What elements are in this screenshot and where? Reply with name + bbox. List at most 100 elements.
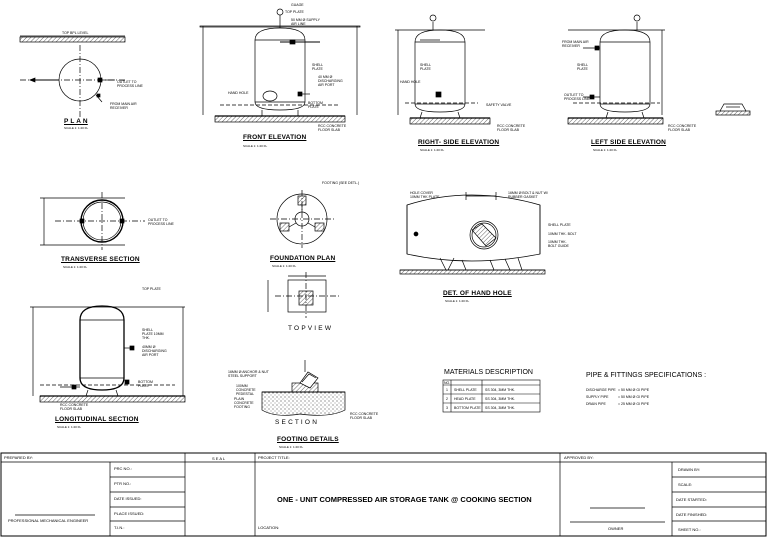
right-label-shell: SHELL PLATE xyxy=(420,63,431,71)
location-label: LOCATION: xyxy=(258,525,280,530)
prepared-by-label: PREPARED BY: xyxy=(4,455,34,460)
front-label-top-plate: TOP PLATE xyxy=(285,10,304,14)
right-label-valve: SAFETY VALVE xyxy=(486,103,512,107)
materials-row-2-item: HEAD PLATE xyxy=(454,397,476,401)
front-label-discharge: 40 MM Ø DISCHARGING AIR PORT xyxy=(318,75,343,87)
plan-view xyxy=(19,35,126,118)
pipes-row-1-name: DISCHARGE PIPE xyxy=(586,388,616,392)
materials-title: MATERIALS DESCRIPTION xyxy=(444,369,533,376)
hand-hole-detail-view xyxy=(399,192,546,275)
right-label-handhole: HAND HOLE xyxy=(400,80,421,84)
materials-row-3-no: 3 xyxy=(446,406,448,410)
foundation-plan-scale: SCALE 1: 1:20 FL xyxy=(272,264,297,268)
transverse-section-scale: SCALE 1: 1:20 FL xyxy=(63,265,88,269)
left-label-slab: RCC CONCRETE FLOOR SLAB xyxy=(668,124,697,132)
foundation-label-footing: FOOTING (SEE DETL.) xyxy=(322,181,360,185)
plan-label-2: OUTLET TO PROCESS LINE xyxy=(117,80,143,88)
materials-row-3-item: BOTTOM PLATE xyxy=(454,406,481,410)
handhole-label-cover: HOLE COVER 10MM THK PLATE xyxy=(410,191,440,199)
left-elevation-title: LEFT SIDE ELEVATION xyxy=(591,139,667,146)
plan-label-3: FROM MAIN AIR RECEIVER xyxy=(110,102,137,110)
foundation-plan-view xyxy=(270,190,334,248)
transverse-section-view xyxy=(40,192,145,250)
pipes-title: PIPE & FITTINGS SPECIFICATIONS : xyxy=(586,372,707,379)
left-label-outlet: OUTLET TO PROCESS LINE xyxy=(564,93,590,101)
materials-row-2-spec: SS 304, 3MM THK. xyxy=(485,397,516,401)
footing-details-view xyxy=(261,360,346,416)
footing-section-title: S E C T I O N xyxy=(275,419,318,426)
pipes-row-2-name: SUPPLY PIPE xyxy=(586,395,609,399)
right-side-elevation-view xyxy=(395,14,491,125)
scale-label: SCALE: xyxy=(678,482,693,487)
materials-table-grid xyxy=(442,379,541,413)
pipes-row-3-spec: = 25 MM Ø GI PIPE xyxy=(618,402,650,406)
sheet-no-label: SHEET NO.: xyxy=(678,527,701,532)
footing-label-support: STEEL SUPPORT xyxy=(228,374,257,378)
ptr-no-label: PTR NO.: xyxy=(114,481,132,486)
handhole-label-shell: SHELL PLATE xyxy=(548,223,571,227)
front-label-slab: RCC CONCRETE FLOOR SLAB xyxy=(318,124,347,132)
seal-label: S E A L xyxy=(212,456,226,461)
pipes-row-1-spec: = 50 MM Ø GI PIPE xyxy=(618,388,650,392)
long-label-discharge: 40MM Ø DISCHARGING AIR PORT xyxy=(142,345,167,357)
materials-row-2-no: 2 xyxy=(446,397,448,401)
long-label-slab: RCC CONCRETE FLOOR SLAB xyxy=(60,403,89,411)
title-block-grid xyxy=(0,452,767,537)
long-label-shell: SHELL PLATE 10MM THK. xyxy=(142,328,164,340)
date-finished-label: DATE FINISHED: xyxy=(676,512,708,517)
footing-label-slab: RCC CONCRETE FLOOR SLAB xyxy=(350,412,379,420)
right-elevation-scale: SCALE 1: 1:20 FL xyxy=(420,148,445,152)
materials-row-1-item: SHELL PLATE xyxy=(454,388,477,392)
plan-label-1: TOP BPL LEVEL xyxy=(62,31,89,35)
transverse-section-title: TRANSVERSE SECTION xyxy=(61,256,140,263)
place-issued-label: PLACE ISSUED: xyxy=(114,511,145,516)
pipes-row-2-spec: = 50 MM Ø GI PIPE xyxy=(618,395,650,399)
left-side-elevation-view xyxy=(567,14,751,125)
left-label-from: FROM MAIN AIR RECEIVER xyxy=(562,40,589,48)
front-elevation-view xyxy=(199,8,361,123)
footing-label-pedestal: 100MM CONCRETE PEDESTAL xyxy=(236,384,256,396)
materials-row-1-no: 1 xyxy=(446,388,448,392)
hand-hole-scale: SCALE 1: 1:20 FL xyxy=(445,299,470,303)
long-label-top: TOP PLATE xyxy=(142,287,161,291)
front-label-handhole: HAND HOLE xyxy=(228,91,249,95)
handhole-label-guide: 10MM THK. BOLT GUIDE xyxy=(548,240,569,248)
tin-label: T.I.N.: xyxy=(114,525,125,530)
front-label-shell: SHELL PLATE xyxy=(312,63,323,71)
longitudinal-section-view xyxy=(30,305,186,403)
pipes-row-3-name: DRAIN PIPE xyxy=(586,402,606,406)
engineer-label: PROFESSIONAL MECHANICAL ENGINEER xyxy=(8,518,89,523)
left-label-shell: SHELL PLATE xyxy=(577,63,588,71)
front-elevation-scale: SCALE 1: 1:20 FL xyxy=(243,144,268,148)
longitudinal-section-scale: SCALE 1: 1:20 FL xyxy=(57,425,82,429)
right-elevation-title: RIGHT- SIDE ELEVATION xyxy=(418,139,500,146)
hand-hole-title: DET. OF HAND HOLE xyxy=(443,290,512,297)
date-issued-label: DATE ISSUED: xyxy=(114,496,142,501)
left-elevation-scale: SCALE 1: 1:20 FL xyxy=(593,148,618,152)
approved-by-label: APPROVED BY: xyxy=(564,455,594,460)
plan-title: P L A N xyxy=(64,118,88,125)
handhole-label-bolt: 16MM Ø BOLT & NUT W/ RUBBER GASKET xyxy=(508,191,548,199)
front-elevation-title: FRONT ELEVATION xyxy=(243,134,307,141)
prc-no-label: PRC NO.: xyxy=(114,466,132,471)
footing-label-anchor: 16MM Ø ANCHOR & NUT xyxy=(228,370,269,374)
transverse-label-outlet: OUTLET TO PROCESS LINE xyxy=(148,218,174,226)
drawn-by-label: DRAWN BY: xyxy=(678,467,701,472)
handhole-label-thk: 10MM THK. BOLT xyxy=(548,232,577,236)
materials-header-no: NO. xyxy=(444,381,451,385)
front-label-guage: GUAGE xyxy=(291,3,304,7)
footing-details-scale: SCALE 1: 1:20 FL xyxy=(279,445,304,449)
top-view-title: T O P V I E W xyxy=(288,325,332,332)
materials-row-1-spec: SS 304, 3MM THK. xyxy=(485,388,516,392)
project-title-label: PROJECT TITLE: xyxy=(258,455,290,460)
front-label-bottom: BOTTOM PLATE xyxy=(308,101,323,109)
front-label-supply: 50 MM Ø SUPPLY AIR LINE xyxy=(291,18,320,26)
foundation-plan-title: FOUNDATION PLAN xyxy=(270,255,336,262)
plan-scale: SCALE 1: 1:20 FL xyxy=(64,126,89,130)
longitudinal-section-title: LONGITUDINAL SECTION xyxy=(55,416,139,423)
materials-row-3-spec: SS 304, 3MM THK. xyxy=(485,406,516,410)
top-view xyxy=(267,272,340,318)
right-label-slab: RCC CONCRETE FLOOR SLAB xyxy=(497,124,526,132)
long-label-bottom: BOTTOM PLATE xyxy=(138,380,153,388)
